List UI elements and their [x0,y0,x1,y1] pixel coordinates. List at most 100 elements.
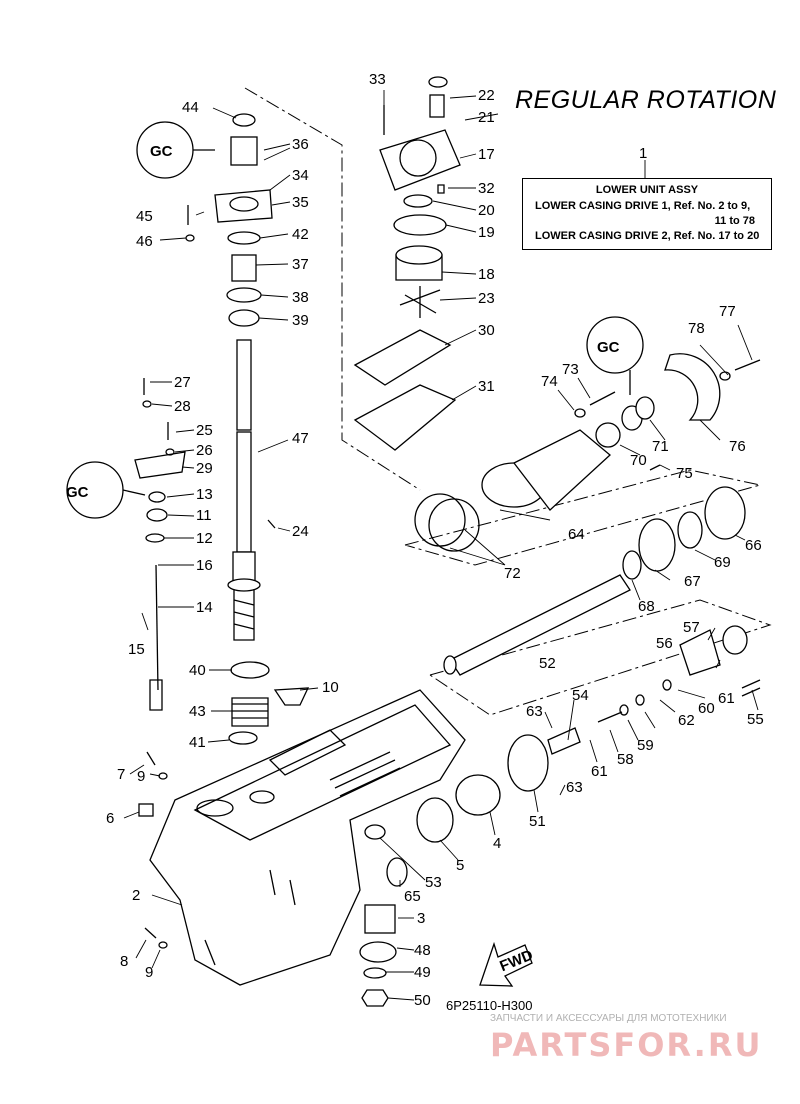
page-title: REGULAR ROTATION [515,86,777,114]
part-label-70: 70 [630,452,647,469]
lower-casing [149,689,466,986]
fasteners [138,184,761,949]
water-pump-group-boundary [244,87,421,491]
part-label-24: 24 [292,523,309,540]
part-label-19: 19 [478,224,495,241]
drive-shaft [227,339,261,641]
part-label-9-lower: 9 [145,964,153,981]
part-label-11: 11 [196,507,212,524]
part-label-50: 50 [414,992,431,1009]
part-label-77: 77 [719,303,736,320]
part-label-17: 17 [478,146,495,163]
watermark-caption: ЗАПЧАСТИ И АКСЕССУАРЫ ДЛЯ МОТОТЕХНИКИ [490,1013,727,1024]
part-label-65: 65 [404,888,421,905]
part-label-56: 56 [656,635,673,652]
part-label-63-upper: 63 [526,703,543,720]
part-label-7: 7 [117,766,125,783]
part-label-37: 37 [292,256,309,273]
part-label-57: 57 [683,619,700,636]
assembly-line-1: LOWER CASING DRIVE 1, Ref. No. 2 to 9, [535,200,751,212]
part-label-22: 22 [478,87,495,104]
part-label-29: 29 [196,460,213,477]
part-label-16: 16 [196,557,213,574]
part-label-41: 41 [189,734,206,751]
part-label-75: 75 [676,465,693,482]
part-label-23: 23 [478,290,495,307]
sealant-callout-right [586,316,644,395]
part-label-59a: 59 [637,737,654,754]
part-label-10: 10 [322,679,339,696]
part-label-78: 78 [688,320,705,337]
part-label-26: 26 [196,442,213,459]
part-label-18: 18 [478,266,495,283]
part-label-69: 69 [714,554,731,571]
part-label-39: 39 [292,312,309,329]
part-number-labels: 2 3 4 5 6 7 8 9 9 10 11 12 13 14 15 16 1… [106,71,764,1009]
part-label-42: 42 [292,226,309,243]
part-label-60: 60 [698,700,715,717]
part-label-74: 74 [541,373,558,390]
part-label-44: 44 [182,99,199,116]
part-label-1: 1 [639,145,647,162]
part-label-47: 47 [292,430,309,447]
part-label-8: 8 [120,953,128,970]
part-label-55: 55 [747,711,764,728]
watermark-logo: PARTSFOR.RU [490,1026,763,1064]
drive-shaft-housing [214,113,273,327]
part-label-12: 12 [196,530,213,547]
assembly-heading: LOWER UNIT ASSY [595,184,699,196]
part-label-63-lower: 63 [566,779,583,796]
part-label-52: 52 [539,655,556,672]
part-label-67: 67 [684,573,701,590]
assembly-info-box: LOWER UNIT ASSY LOWER CASING DRIVE 1, Re… [522,178,772,250]
part-label-49: 49 [414,964,431,981]
shift-group-boundary [429,599,772,716]
assembly-line-2: 11 to 78 [714,215,755,227]
propeller-shaft-housing [414,353,721,552]
part-label-6: 6 [106,810,114,827]
part-label-46: 46 [136,233,153,250]
part-label-13: 13 [196,486,213,503]
sealant-callout-left [66,461,146,519]
part-label-33: 33 [369,71,386,88]
part-label-32: 32 [478,180,495,197]
part-label-40: 40 [189,662,206,679]
part-label-14: 14 [196,599,213,616]
part-label-62: 62 [678,712,695,729]
part-label-25: 25 [196,422,213,439]
part-label-27: 27 [174,374,191,391]
propeller-shaft [443,574,631,676]
leader-lines [123,90,759,1001]
clutch-and-pinion [359,679,672,1007]
part-label-58: 58 [617,751,634,768]
sealant-symbol-top: GC [150,143,173,160]
part-label-35: 35 [292,194,309,211]
part-label-66: 66 [745,537,762,554]
part-label-38: 38 [292,289,309,306]
diagram-code: 6P25110-H300 [446,998,533,1013]
part-label-73: 73 [562,361,579,378]
part-label-31: 31 [478,378,495,395]
sealant-callout-top [136,121,215,179]
part-label-64: 64 [568,526,585,543]
part-label-68: 68 [638,598,655,615]
part-label-2: 2 [132,887,140,904]
part-label-54: 54 [572,687,589,704]
part-label-71: 71 [652,438,669,455]
part-label-4: 4 [493,835,501,852]
part-label-20: 20 [478,202,495,219]
shift-rod [134,451,186,711]
pinion-bearing-stack [228,661,270,745]
part-label-30: 30 [478,322,495,339]
part-label-45: 45 [136,208,153,225]
part-label-9-upper: 9 [137,768,145,785]
sealant-symbol-right: GC [597,339,620,356]
part-label-15: 15 [128,641,145,658]
part-label-43: 43 [189,703,206,720]
part-label-5: 5 [456,857,464,874]
part-label-76: 76 [729,438,746,455]
part-label-61-left: 61 [591,763,608,780]
part-label-53: 53 [425,874,442,891]
part-label-21: 21 [478,109,495,126]
